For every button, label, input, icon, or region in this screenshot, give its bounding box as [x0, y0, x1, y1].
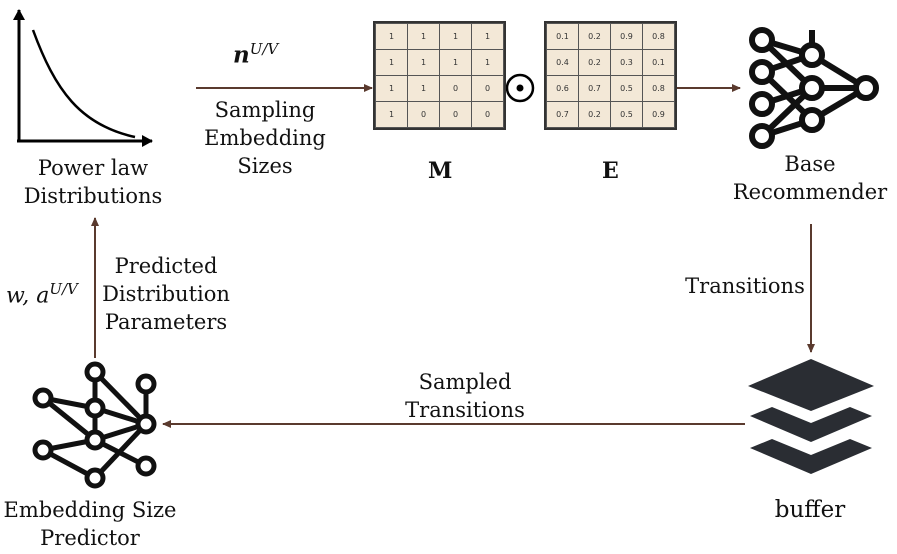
- sampling-label-line2: Embedding: [204, 126, 326, 150]
- sampling-math-sup: U/V: [249, 40, 279, 58]
- sampling-label-line3: Sizes: [237, 154, 293, 178]
- matrix-cell: 0.8: [642, 75, 675, 102]
- matrix-cell: 1: [375, 101, 408, 128]
- predicted-params-line1: Predicted: [114, 254, 218, 278]
- matrix-cell: 0.6: [546, 75, 579, 102]
- matrix-cell: 0.4: [546, 49, 579, 76]
- sampling-math: nU/V: [233, 40, 278, 69]
- matrix-cell: 0.5: [610, 75, 643, 102]
- matrix-cell: 0.3: [610, 49, 643, 76]
- buffer-label: buffer: [774, 497, 846, 523]
- sampling-math-base: n: [233, 41, 250, 69]
- matrix-cell: 0.1: [546, 23, 579, 50]
- matrix-cell: 0: [407, 101, 440, 128]
- matrix-cell: 0.7: [578, 75, 611, 102]
- power-law-label-line2: Distributions: [23, 184, 163, 208]
- predictor-label: Embedding Size Predictor: [0, 496, 180, 552]
- matrix-cell: 1: [439, 23, 472, 50]
- base-recommender-label: Base Recommender: [730, 150, 890, 206]
- predicted-params-line3: Parameters: [104, 310, 228, 334]
- predicted-params-line2: Distribution: [102, 282, 230, 306]
- matrix-cell: 1: [375, 49, 408, 76]
- matrix-cell: 1: [439, 49, 472, 76]
- params-math: w, aU/V: [6, 280, 78, 308]
- matrix-cell: 1: [407, 49, 440, 76]
- sampled-transitions-label: Sampled Transitions: [395, 368, 535, 424]
- matrix-cell: 1: [375, 23, 408, 50]
- base-recommender-network-icon: [749, 27, 879, 149]
- matrix-cell: 1: [407, 23, 440, 50]
- matrix-cell: 0.9: [610, 23, 643, 50]
- matrix-cell: 0.2: [578, 23, 611, 50]
- predictor-line2: Predictor: [40, 526, 140, 550]
- sampled-transitions-line2: Transitions: [405, 398, 525, 422]
- power-law-label: Power law Distributions: [8, 154, 178, 210]
- params-math-sup: U/V: [49, 280, 78, 298]
- matrix-m-label: M: [428, 158, 453, 184]
- transitions-label: Transitions: [685, 274, 805, 298]
- power-law-chart-icon: [13, 9, 153, 147]
- matrix-cell: 0.2: [578, 49, 611, 76]
- predicted-params-label: Predicted Distribution Parameters: [100, 252, 232, 336]
- predictor-line1: Embedding Size: [3, 498, 177, 522]
- matrix-cell: 0.8: [642, 23, 675, 50]
- matrix-cell: 0.2: [578, 101, 611, 128]
- matrix-cell: 0: [439, 75, 472, 102]
- params-math-prefix: w, a: [6, 283, 50, 309]
- matrix-cell: 0.9: [642, 101, 675, 128]
- base-recommender-line2: Recommender: [732, 180, 888, 204]
- sampled-transitions-line1: Sampled: [418, 370, 512, 394]
- matrix-cell: 0.1: [642, 49, 675, 76]
- sampling-label-line1: Sampling: [214, 98, 316, 122]
- matrix-cell: 0: [471, 101, 504, 128]
- buffer-stack-icon: [748, 359, 874, 474]
- elementwise-product-icon: [505, 73, 535, 103]
- power-law-label-line1: Power law: [37, 156, 149, 180]
- matrix-cell: 1: [407, 75, 440, 102]
- matrix-cell: 0: [439, 101, 472, 128]
- matrix-cell: 1: [375, 75, 408, 102]
- matrix-cell: 0: [471, 75, 504, 102]
- sampling-label: Sampling Embedding Sizes: [190, 96, 340, 180]
- matrix-cell: 0.7: [546, 101, 579, 128]
- predictor-network-icon: [32, 361, 157, 489]
- matrix-cell: 1: [471, 23, 504, 50]
- matrix-e-label: E: [602, 158, 619, 184]
- matrix-cell: 0.5: [610, 101, 643, 128]
- base-recommender-line1: Base: [784, 152, 836, 176]
- matrix-cell: 1: [471, 49, 504, 76]
